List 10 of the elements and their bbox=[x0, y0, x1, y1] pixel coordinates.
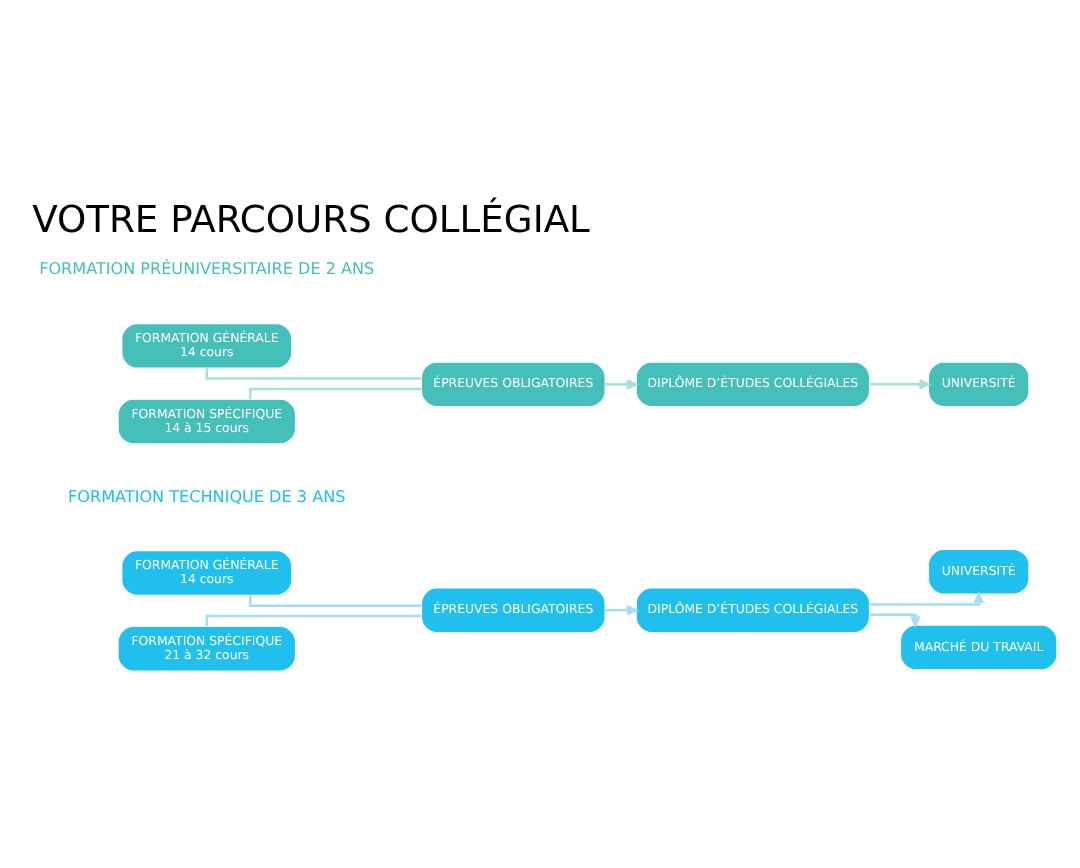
connector bbox=[249, 595, 422, 607]
connector bbox=[205, 368, 422, 380]
connector bbox=[205, 614, 422, 627]
arrow bbox=[869, 613, 921, 627]
arrow bbox=[605, 605, 638, 616]
arrow bbox=[869, 592, 984, 606]
arrow bbox=[605, 379, 638, 390]
diagram-title: VOTRE PARCOURS COLLÉGIAL bbox=[32, 199, 590, 242]
arrow bbox=[869, 379, 930, 390]
connector bbox=[249, 387, 422, 400]
